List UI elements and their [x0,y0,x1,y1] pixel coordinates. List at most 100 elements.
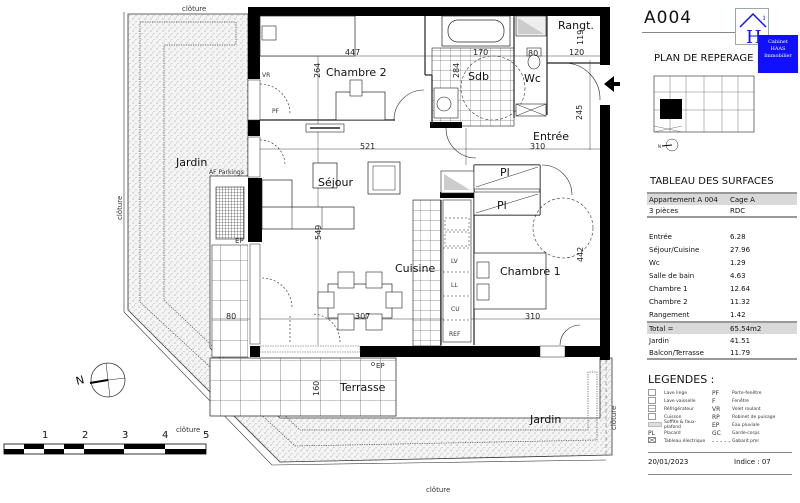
placard-symbol: PL [648,429,655,437]
legend-row: PL Placard GC Garde-corps [648,429,798,437]
room-wc: Wc [524,72,541,85]
legend-abbr: GC [712,429,721,437]
scale-tick-3: 3 [122,430,129,441]
dim-80-bottom: 80 [226,312,237,321]
dim-442: 442 [576,246,585,262]
legend-abbr: VR [712,405,721,413]
dim-119: 119 [576,29,585,45]
legend-abbr: PF [712,389,720,397]
dim-549: 549 [314,224,323,240]
kitchen-ll: LL [451,282,458,289]
dim-310-bottom: 310 [525,312,541,321]
plan-indice: Indice : 07 [734,458,771,466]
plan-date: 20/01/2023 [648,458,689,466]
info-panel: A004 H i Cabinet HAAS Immobilier PLAN DE… [640,0,800,499]
dim-264: 264 [313,62,322,78]
legend-label: Fenêtre [732,398,750,404]
legend-label: Gabarit pmr [732,438,760,444]
legend-label: Soffite & faux-plafond [664,420,697,430]
ep-label-1: EP [235,237,244,245]
legend-label: Tableau électrique [664,438,706,444]
kitchen-cu: CU [451,306,460,313]
divider [648,452,792,453]
logo-line-3: Immobilier [764,53,792,59]
vr-label: VR [262,72,271,79]
legend-row: Lave linge PF Porte-fenêtre [648,388,798,397]
scale-tick-5: 5 [203,430,210,441]
dim-521: 521 [360,142,376,151]
cloture-bottom: clôture [426,486,451,494]
surface-label: Balcon/Terrasse [649,348,704,357]
ep-label-2: EP [376,362,385,370]
room-rangement: Rangt. [558,19,594,32]
dim-307: 307 [355,312,371,321]
logo-line-2: HAAS [770,46,786,52]
plan-code: A004 [644,8,693,28]
legend-label: Réfrigérateur [664,406,694,412]
surface-value: 6.28 [730,232,746,241]
total-value: 65.54m2 [730,324,762,333]
locator-minimap: N [652,70,757,164]
svg-text:i: i [763,14,766,22]
legend-label: Eau pluviale [732,422,760,428]
table-row-total: Total = 65.54m2 [647,321,797,334]
total-label: Total = [649,324,674,333]
room-chambre-2: Chambre 2 [326,66,387,79]
table-row: Wc 1.29 [647,256,797,269]
surface-label: Séjour/Cuisine [649,245,700,254]
dim-120: 120 [569,48,585,57]
legend-row: Réfrigérateur VR Volet roulant [648,404,798,414]
surface-label: Chambre 2 [649,297,688,306]
room-entree: Entrée [533,130,570,143]
cloture-top: clôture [182,5,207,13]
refrigerateur-icon [648,404,664,414]
table-row: Appartement A 004 Cage A [647,192,797,205]
rooms-count: 3 pièces [649,206,679,215]
surface-value: 41.51 [730,336,751,345]
cloture-left: clôture [116,195,124,220]
scale-tick-1: 1 [42,430,49,441]
soffite-icon [648,421,664,429]
legend-abbr: EP [712,421,720,429]
dim-310-top: 310 [530,142,546,151]
surface-label: Salle de bain [649,271,695,280]
scale-tick-4: 4 [162,430,169,441]
dim-80-top: 80 [528,49,539,58]
legend-abbr: F [712,397,716,405]
kitchen-ref: REF [449,331,461,338]
dim-160: 160 [312,380,321,396]
dim-284: 284 [452,62,461,78]
legend-row: Soffite & faux-plafond EP Eau pluviale [648,420,798,430]
svg-text:N: N [658,144,661,149]
surface-label: Jardin [649,336,669,345]
pf-label: PF [272,108,280,115]
surface-value: 11.32 [730,297,751,306]
surface-label: Wc [649,258,660,267]
table-row: Chambre 2 11.32 [647,295,797,308]
cuisson-icon [648,412,664,422]
surface-value: 12.64 [730,284,751,293]
cloture-bottom-left: clôture [176,426,201,434]
divider [648,474,792,475]
af-parkings-label: AF Parkings [209,169,244,176]
placard-label-2: Pl [497,199,507,212]
plan-reperage-title: PLAN DE REPERAGE [654,53,754,64]
divider [642,32,742,33]
legend-label: Lave linge [664,390,688,396]
dim-170: 170 [473,48,489,57]
surface-value: 4.63 [730,271,746,280]
surface-value: 1.29 [730,258,746,267]
table-row: 3 pièces RDC [647,205,797,218]
logo-cabinet-haas: Cabinet HAAS Immobilier [758,35,798,73]
legend-label: Cuisson [664,414,682,420]
apartment-label: Appartement A 004 [649,195,718,204]
floor-plan-drawing [3,7,632,466]
room-sdb: Sdb [468,70,489,83]
room-terrasse: Terrasse [340,381,386,394]
legend-label: Lave vaisselle [664,398,696,404]
legend-row: Tableau électrique - - - - - Gabarit pmr [648,437,798,445]
table-row: Salle de bain 4.63 [647,269,797,282]
surface-label: Rangement [649,310,690,319]
